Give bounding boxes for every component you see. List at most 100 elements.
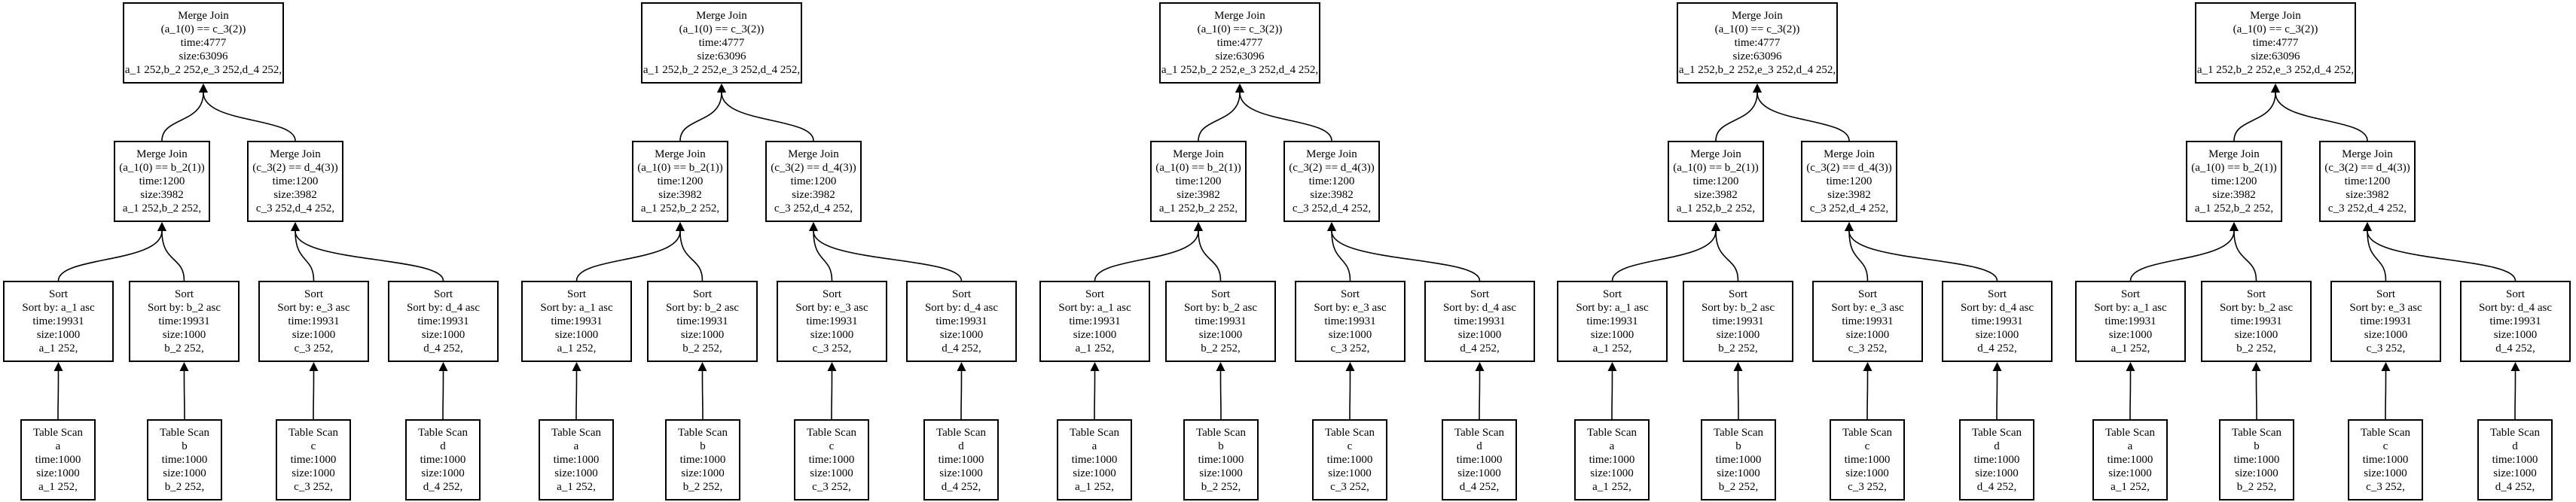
sort-node-line-1: Sort by: a_1 asc xyxy=(22,302,95,314)
sort-node-line-0: Sort xyxy=(566,288,586,300)
table-scan-node-line-2: time:1000 xyxy=(161,454,208,466)
edge-scan-to-sort xyxy=(1737,370,1739,420)
sort-node-line-4: c_3 252, xyxy=(812,342,852,354)
sort-node-line-2: time:19931 xyxy=(2360,315,2412,327)
sort-node-line-1: Sort by: e_3 asc xyxy=(277,302,350,314)
table-scan-node-line-3: size:1000 xyxy=(163,467,206,479)
edge-scan-to-sort-arrowhead xyxy=(438,362,448,371)
sort-node-line-1: Sort by: b_2 asc xyxy=(665,302,740,314)
table-scan-node-line-3: size:1000 xyxy=(1717,467,1760,479)
sort-node-line-4: a_1 252, xyxy=(1592,342,1632,354)
edge-scan-to-sort xyxy=(442,370,444,420)
table-scan-node-line-0: Table Scan xyxy=(935,427,986,439)
table-scan-node-line-1: b xyxy=(1218,440,1224,452)
table-scan-node-line-0: Table Scan xyxy=(551,427,601,439)
merge-join-right-line-3: size:3982 xyxy=(1827,189,1871,201)
table-scan-node-line-2: time:1000 xyxy=(420,454,466,466)
edge-sort-to-join xyxy=(1715,230,1739,281)
edge-scan-to-sort-arrowhead xyxy=(1475,362,1485,371)
table-scan-node-line-1: d xyxy=(1994,440,2000,452)
sort-node-line-4: d_4 252, xyxy=(942,342,981,354)
edge-scan-to-sort-arrowhead xyxy=(697,362,707,371)
edge-sort-to-join xyxy=(2129,230,2235,281)
table-scan-node-line-3: size:1000 xyxy=(2364,467,2407,479)
edge-right-join-to-root xyxy=(203,92,296,141)
table-scan-node-line-0: Table Scan xyxy=(1971,427,2022,439)
sort-node-line-1: Sort by: a_1 asc xyxy=(1058,302,1131,314)
merge-join-root-line-4: a_1 252,b_2 252,e_3 252,d_4 252, xyxy=(642,64,801,76)
table-scan-node-line-0: Table Scan xyxy=(1454,427,1504,439)
edge-sort-to-join xyxy=(813,230,833,281)
edge-sort-to-join xyxy=(1611,230,1717,281)
table-scan-node-line-4: c_3 252, xyxy=(1848,481,1887,493)
edge-right-join-to-root-arrowhead xyxy=(1753,84,1762,93)
sort-node-line-2: time:19931 xyxy=(2230,315,2282,327)
merge-join-root-line-4: a_1 252,b_2 252,e_3 252,d_4 252, xyxy=(2196,64,2355,76)
merge-join-root-line-2: time:4777 xyxy=(1216,37,1263,49)
edge-scan-to-sort xyxy=(57,370,60,420)
table-scan-node-line-4: c_3 252, xyxy=(812,481,851,493)
edge-sort-to-join xyxy=(1094,230,1199,281)
edge-scan-to-sort xyxy=(1866,370,1869,420)
edge-right-join-to-root xyxy=(1239,92,1332,141)
merge-join-left-line-2: time:1200 xyxy=(139,175,185,187)
merge-join-right-line-2: time:1200 xyxy=(272,175,319,187)
edge-scan-to-sort xyxy=(1611,370,1613,420)
edge-sort-to-join-arrowhead xyxy=(1194,222,1203,231)
table-scan-node-line-3: size:1000 xyxy=(939,467,983,479)
sort-node-line-3: size:1000 xyxy=(810,329,854,341)
edge-left-join-to-root xyxy=(1715,92,1758,141)
sort-node-line-2: time:19931 xyxy=(676,315,728,327)
table-scan-node-line-0: Table Scan xyxy=(806,427,856,439)
merge-join-right-line-3: size:3982 xyxy=(273,189,317,201)
merge-join-root-line-0: Merge Join xyxy=(1214,10,1265,22)
table-scan-node-line-3: size:1000 xyxy=(1590,467,1634,479)
sort-node-line-1: Sort by: b_2 asc xyxy=(147,302,221,314)
merge-join-left-line-4: a_1 252,b_2 252, xyxy=(1676,202,1756,214)
edge-scan-to-sort xyxy=(1996,370,1998,420)
table-scan-node-line-3: size:1000 xyxy=(36,467,80,479)
sort-node-line-3: size:1000 xyxy=(1845,329,1890,341)
merge-join-root-line-4: a_1 252,b_2 252,e_3 252,d_4 252, xyxy=(1678,64,1836,76)
table-scan-node-line-3: size:1000 xyxy=(1975,467,2019,479)
merge-join-left-line-3: size:3982 xyxy=(140,189,184,201)
edge-right-join-to-root-arrowhead xyxy=(717,84,726,93)
sort-node-line-4: a_1 252, xyxy=(1075,342,1115,354)
merge-join-root-line-2: time:4777 xyxy=(2252,37,2299,49)
merge-join-right-line-0: Merge Join xyxy=(1306,148,1357,160)
sort-node-line-0: Sort xyxy=(1470,288,1489,300)
sort-node-line-3: size:1000 xyxy=(1590,329,1634,341)
merge-join-left-line-4: a_1 252,b_2 252, xyxy=(640,202,720,214)
table-scan-node-line-4: d_4 252, xyxy=(1459,481,1500,493)
edge-scan-to-sort-arrowhead xyxy=(572,362,581,371)
table-scan-node-line-0: Table Scan xyxy=(1586,427,1637,439)
sort-node-line-1: Sort by: e_3 asc xyxy=(2349,302,2422,314)
table-scan-node-line-1: a xyxy=(2127,440,2133,452)
table-scan-node-line-1: d xyxy=(958,440,964,452)
edge-left-join-to-root xyxy=(679,92,722,141)
table-scan-node-line-1: d xyxy=(440,440,446,452)
edge-sort-to-join xyxy=(295,230,444,281)
merge-join-right-line-2: time:1200 xyxy=(1308,175,1355,187)
merge-join-left-line-1: (a_1(0) == b_2(1)) xyxy=(1155,162,1241,174)
edge-sort-to-join-arrowhead xyxy=(1845,222,1854,231)
edge-left-join-to-root xyxy=(1198,92,1241,141)
merge-join-left-line-4: a_1 252,b_2 252, xyxy=(2194,202,2274,214)
merge-join-root-line-1: (a_1(0) == c_3(2)) xyxy=(1714,23,1800,35)
edge-sort-to-join-arrowhead xyxy=(157,222,166,231)
sort-node-line-3: size:1000 xyxy=(680,329,725,341)
sort-node-line-1: Sort by: a_1 asc xyxy=(1576,302,1649,314)
merge-join-right-line-4: c_3 252,d_4 252, xyxy=(1292,202,1372,214)
